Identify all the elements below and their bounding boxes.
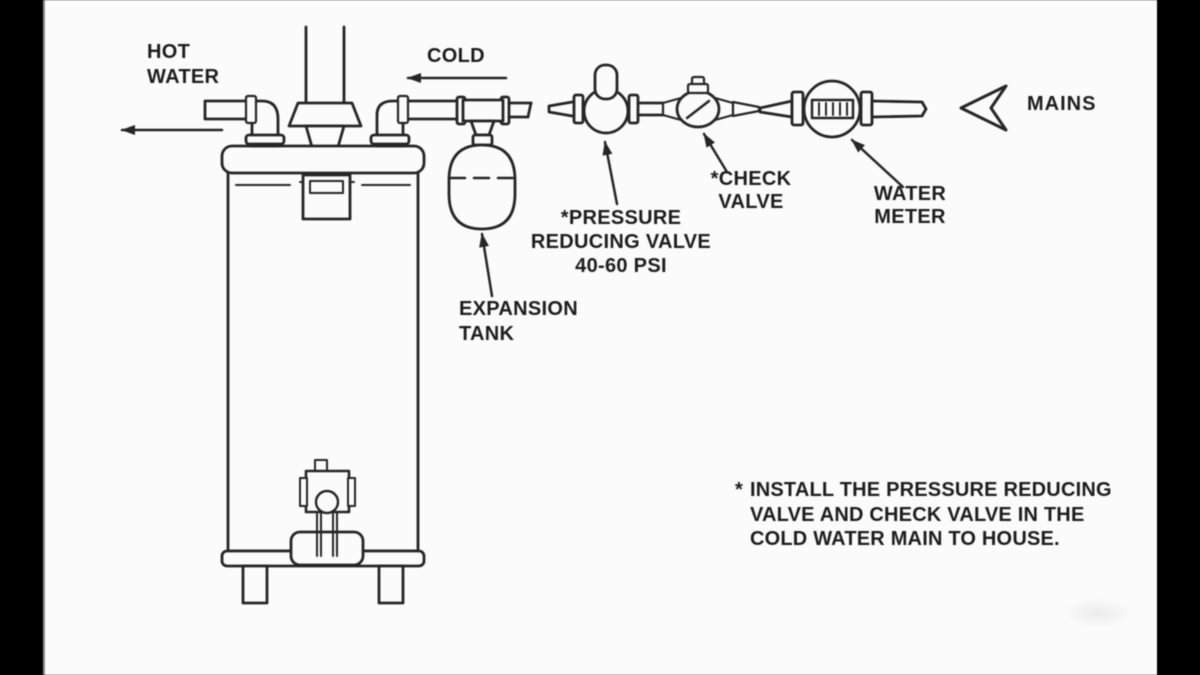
hot-water-pipe (203, 94, 286, 148)
install-note: * INSTALL THE PRESSURE REDUCING VALVE AN… (735, 478, 1135, 552)
tank-lid (220, 144, 426, 175)
prv-bell-cap (593, 63, 619, 101)
check-valve-label: *CHECK VALVE (703, 168, 799, 214)
expansion-tank-vessel (447, 143, 517, 231)
prv-line3: 40-60 PSI (575, 255, 667, 277)
water-meter-line1: WATER (873, 183, 947, 205)
hot-water-line1: HOT (147, 41, 191, 63)
expansion-tank-line1: EXPANSION (459, 298, 579, 320)
draft-hood (287, 101, 363, 128)
note-text: INSTALL THE PRESSURE REDUCING VALVE AND … (750, 478, 1135, 552)
check-valve-leader-arrow (702, 132, 729, 174)
check-valve-line1: *CHECK (710, 168, 792, 190)
note-line1: INSTALL THE PRESSURE REDUCING (749, 479, 1112, 501)
expansion-tank-label: EXPANSION TANK (459, 297, 578, 347)
tank-leg-right (377, 564, 405, 605)
expansion-tank-line2: TANK (459, 323, 515, 345)
hot-water-line2: WATER (147, 66, 220, 88)
water-meter-line2: METER (874, 206, 946, 228)
flue-pipe (287, 25, 363, 149)
cold-elbow-coupling (396, 94, 410, 125)
note-line2: VALVE AND CHECK VALVE IN THE (749, 503, 1085, 526)
water-meter-shape (758, 79, 928, 139)
pressure-reducing-valve-label: *PRESSURE REDUCING VALVE 40-60 PSI (528, 206, 714, 278)
note-asterisk: * (735, 479, 743, 501)
check-valve-shape (661, 75, 761, 129)
prv-line1: *PRESSURE (560, 207, 682, 229)
check-valve-line2: VALVE (718, 191, 784, 213)
flow-arrows (120, 73, 905, 298)
prv-line2: REDUCING VALVE (530, 231, 712, 253)
expansion-tank-leader-arrow (479, 232, 494, 298)
cold-riser-collar (369, 133, 411, 146)
hot-water-label: HOT WATER (147, 40, 219, 90)
combustion-cover (289, 530, 365, 567)
hot-riser-collar (244, 133, 286, 146)
cold-water-pipe (369, 94, 463, 148)
burner-assembly (299, 459, 356, 557)
water-heater-tank (220, 144, 426, 605)
mains-arrow (959, 84, 1008, 132)
expansion-tank-shape (447, 95, 533, 231)
paper-left-edge (43, 0, 45, 675)
pipe-tee (461, 98, 505, 123)
tank-neck-collar (471, 133, 494, 147)
tank-leg-left (241, 564, 269, 605)
hot-elbow-coupling (244, 94, 258, 125)
faint-watermark (1062, 598, 1134, 628)
mains-label: MAINS (1027, 93, 1097, 115)
cold-label: COLD (427, 45, 485, 67)
pressure-reducing-valve-shape (547, 63, 678, 135)
water-meter-label: WATER METER (870, 183, 950, 229)
water-meter-leader-arrow (850, 138, 905, 189)
check-valve-flap (685, 99, 711, 120)
prv-leader-arrow (602, 140, 619, 206)
note-line3: COLD WATER MAIN TO HOUSE. (749, 528, 1060, 550)
